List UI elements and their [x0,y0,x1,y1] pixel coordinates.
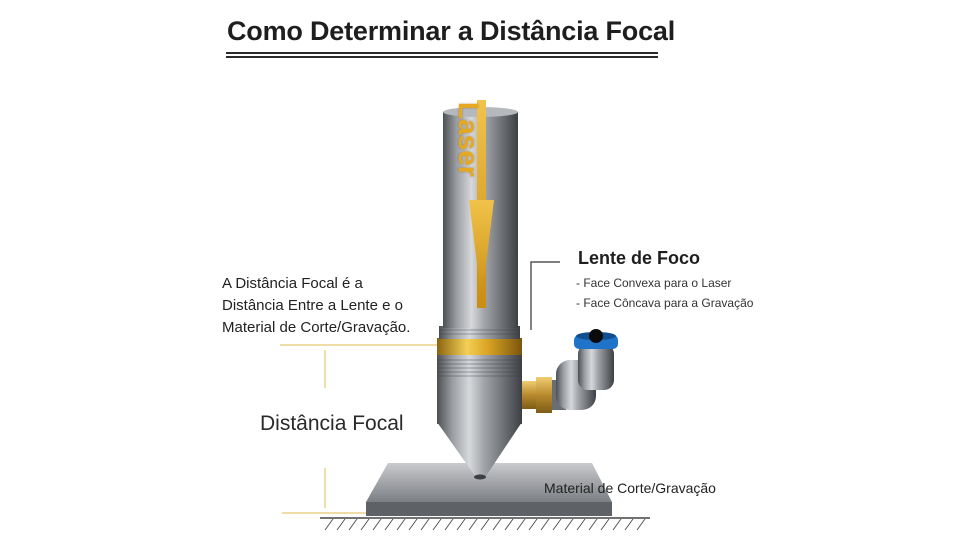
description-line: Material de Corte/Gravação. [222,319,411,336]
laser-arrow-icon [469,100,494,308]
page-title: Como Determinar a Distância Focal [227,16,676,46]
description-line: A Distância Focal é a [222,275,363,292]
upper-ring [439,326,520,339]
lens-item-concave: - Face Côncava para a Gravação [576,296,754,310]
material-plate [366,463,612,516]
lower-body [437,382,522,424]
laser-label: Laser [453,102,484,177]
knurled-ring [437,355,522,382]
nozzle-cone [437,422,522,476]
lens-callout-leader [530,261,560,330]
hatch-ground-icon [320,517,650,531]
focal-distance-label: Distância Focal [260,412,404,435]
lens-item-convex: - Face Convexa para o Laser [576,276,732,290]
material-label: Material de Corte/Gravação [544,480,716,496]
description-line: Distância Entre a Lente e o [222,297,403,314]
title-underline [226,52,658,54]
focus-lens-ring [437,338,522,355]
focal-guide-lines [280,344,440,514]
push-fitting-icon [522,329,618,413]
lens-title: Lente de Foco [578,248,701,268]
title-underline-second [226,56,658,58]
